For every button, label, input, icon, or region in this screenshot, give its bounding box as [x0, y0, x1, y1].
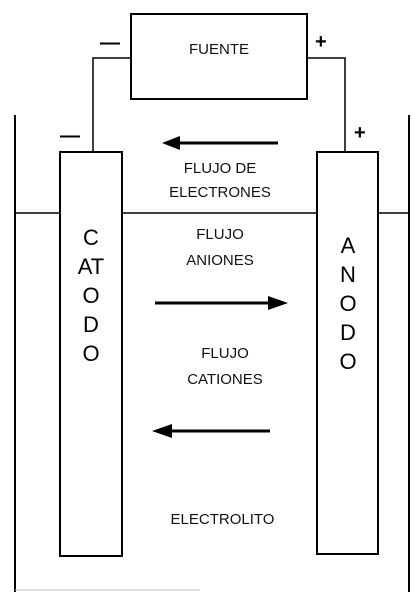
cathode-label: CATODO	[77, 225, 105, 366]
source-minus-sign: —	[100, 32, 120, 54]
anode-label: ANODO	[339, 233, 357, 374]
anion-arrow-head	[268, 296, 288, 310]
source-box	[130, 13, 308, 100]
wire-negative	[92, 57, 131, 152]
anode-plate	[316, 151, 379, 555]
electron-flow-label-2: ELECTRONES	[169, 184, 271, 201]
source-plus-sign: +	[315, 31, 327, 53]
source-label: FUENTE	[189, 41, 249, 58]
cathode-plate	[59, 151, 123, 557]
electron-flow-label-1: FLUJO DE	[183, 160, 257, 177]
anode-sign: +	[354, 122, 366, 144]
electrolyte-label: ELECTROLITO	[170, 511, 275, 528]
anion-flow-label-1: FLUJO	[196, 226, 244, 243]
cation-arrow-head	[152, 424, 172, 438]
cation-flow-label-2: CATIONES	[187, 371, 263, 388]
anion-flow-label-2: ANIONES	[186, 252, 254, 269]
electron-arrow-head	[162, 136, 180, 150]
cation-flow-label-1: FLUJO	[201, 345, 249, 362]
cathode-sign: —	[60, 125, 80, 147]
wire-positive	[307, 57, 346, 152]
